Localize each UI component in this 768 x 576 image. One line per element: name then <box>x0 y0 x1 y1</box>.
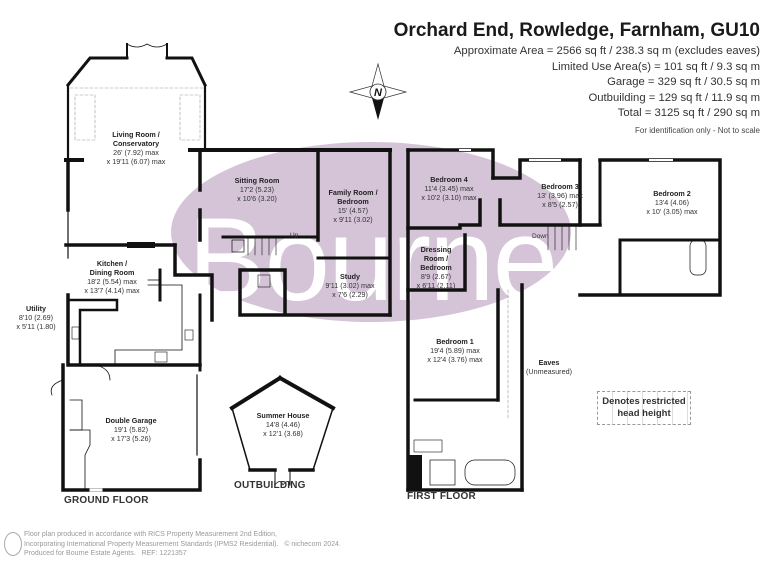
stairs-down-label: Down <box>532 233 549 240</box>
ground-floor-label: GROUND FLOOR <box>64 495 149 506</box>
area-outbuilding: Outbuilding = 129 sq ft / 11.9 sq m <box>588 91 760 104</box>
first-floor-label: FIRST FLOOR <box>407 491 476 502</box>
area-total: Total = 3125 sq ft / 290 sq m <box>617 107 760 119</box>
area-limited-use: Limited Use Area(s) = 101 sq ft / 9.3 sq… <box>551 60 760 73</box>
room-bedroom-1: Bedroom 1 19'4 (5.89) max x 12'4 (3.76) … <box>427 337 483 364</box>
area-summary: Approximate Area = 2566 sq ft / 238.3 sq… <box>454 44 760 138</box>
room-sitting-room: Sitting Room 17'2 (5.23) x 10'6 (3.20) <box>234 176 280 203</box>
room-bedroom-3: Bedroom 3 13' (3.96) max x 8'5 (2.57) <box>537 182 583 209</box>
room-bedroom-2: Bedroom 2 13'4 (4.06) x 10' (3.05) max <box>646 189 698 216</box>
area-approx: Approximate Area = 2566 sq ft / 238.3 sq… <box>453 45 760 57</box>
room-utility: Utility 8'10 (2.69) x 5'11 (1.80) <box>16 304 56 331</box>
copyright: © nichecom 2024. <box>284 540 341 548</box>
reference: REF: 1221357 <box>141 550 187 557</box>
watermark-ellipse <box>171 142 571 322</box>
person-icon <box>4 532 22 556</box>
footer-text: Floor plan produced in accordance with R… <box>24 531 341 557</box>
room-living-room: Living Room / Conservatory 26' (7.92) ma… <box>106 130 166 166</box>
room-study: Study 9'11 (3.02) max x 7'6 (2.29) <box>325 272 375 299</box>
eaves-label: Eaves (Unmeasured) <box>526 358 572 376</box>
north-compass-icon: N <box>348 62 408 120</box>
room-bedroom-4: Bedroom 4 11'4 (3.45) max x 10'2 (3.10) … <box>421 175 477 202</box>
property-title: Orchard End, Rowledge, Farnham, GU10 <box>393 20 760 41</box>
room-dressing-room: Dressing Room / Bedroom 8'9 (2.67) x 6'1… <box>416 245 456 290</box>
svg-text:N: N <box>374 87 383 99</box>
room-family-room: Family Room / Bedroom 15' (4.57) x 9'11 … <box>328 188 378 224</box>
room-kitchen: Kitchen / Dining Room 18'2 (5.54) max x … <box>84 259 140 295</box>
room-double-garage: Double Garage 19'1 (5.82) x 17'3 (5.26) <box>105 416 157 443</box>
area-garage: Garage = 329 sq ft / 30.5 sq m <box>607 76 760 88</box>
restricted-height-legend: Denotes restricted head height <box>597 391 691 425</box>
room-summer-house: Summer House 14'8 (4.46) x 12'1 (3.68) <box>256 411 310 438</box>
outbuilding-label: OUTBUILDING <box>234 480 306 491</box>
scale-note: For identification only - Not to scale <box>635 125 760 135</box>
stairs-up-label: Up <box>290 232 299 239</box>
